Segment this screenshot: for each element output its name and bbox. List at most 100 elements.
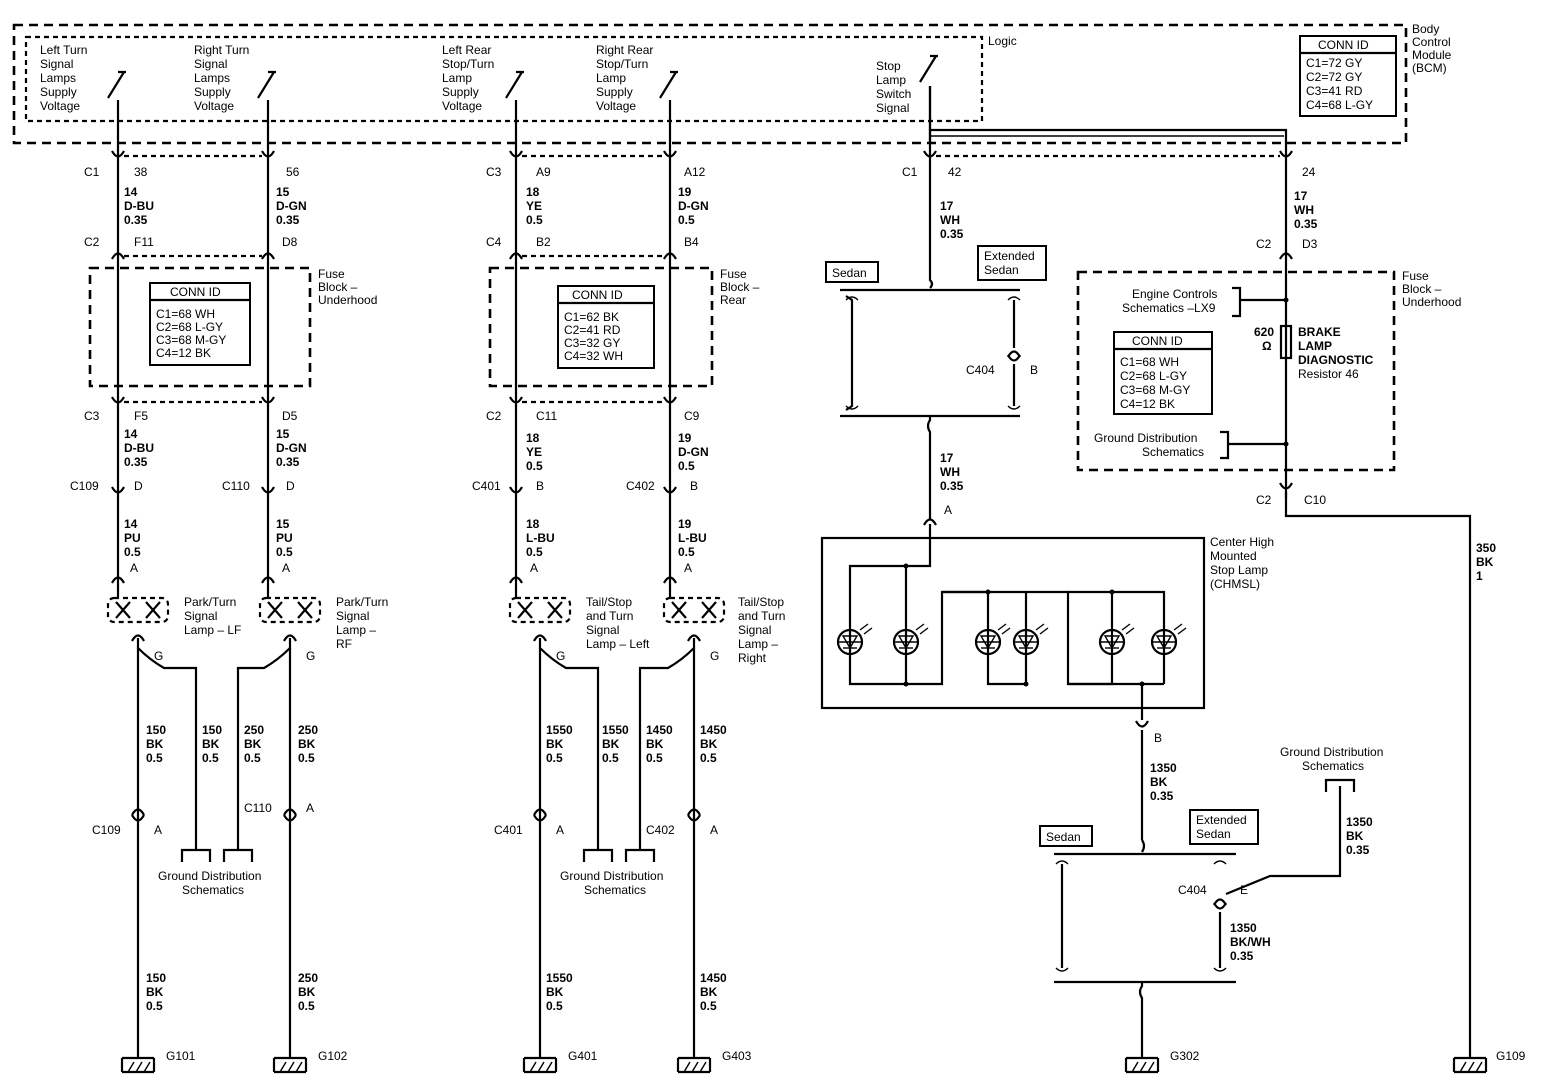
wire-label: 0.35: [124, 213, 148, 227]
svg-text:C1=68 WH: C1=68 WH: [1120, 355, 1179, 369]
ground-g401-icon: [522, 1038, 558, 1074]
svg-text:Lamps: Lamps: [194, 71, 230, 85]
svg-text:C2=41 RD: C2=41 RD: [564, 323, 621, 337]
svg-text:Sedan: Sedan: [1046, 830, 1081, 844]
svg-text:0.35: 0.35: [1230, 949, 1254, 963]
svg-text:Schematics: Schematics: [1142, 445, 1204, 459]
svg-text:PU: PU: [124, 531, 141, 545]
svg-text:19: 19: [678, 185, 692, 199]
svg-text:Right Turn: Right Turn: [194, 43, 249, 57]
svg-text:Module: Module: [1412, 48, 1452, 62]
conn-label: C2: [486, 409, 502, 423]
svg-text:CONN ID: CONN ID: [572, 288, 623, 302]
svg-text:DIAGNOSTIC: DIAGNOSTIC: [1298, 353, 1374, 367]
svg-text:D-GN: D-GN: [678, 445, 709, 459]
svg-text:CONN ID: CONN ID: [1318, 38, 1369, 52]
svg-text:1550: 1550: [546, 971, 573, 985]
svg-text:18: 18: [526, 185, 540, 199]
svg-text:C3=32 GY: C3=32 GY: [564, 336, 620, 350]
svg-text:Voltage: Voltage: [40, 99, 80, 113]
svg-text:42: 42: [948, 165, 962, 179]
conn-label: C404: [966, 363, 995, 377]
svg-text:0.5: 0.5: [146, 751, 163, 765]
wire-label: D-BU: [124, 199, 154, 213]
ground-distribution-ref-chmsl: Ground Distribution Schematics: [1280, 745, 1383, 773]
svg-text:0.5: 0.5: [276, 545, 293, 559]
wire-label: 0.35: [276, 213, 300, 227]
conn-label: C1: [902, 165, 918, 179]
ground-g102-label: G102: [318, 1049, 348, 1063]
park-turn-lamp-lf-bulb: [106, 596, 170, 624]
svg-text:1350: 1350: [1346, 815, 1373, 829]
svg-text:0.5: 0.5: [298, 999, 315, 1013]
resistor-label: BRAKE LAMP DIAGNOSTIC Resistor 46: [1298, 325, 1374, 381]
ground-distribution-ref-rear: Ground Distribution Schematics: [560, 869, 663, 897]
svg-text:and Turn: and Turn: [586, 609, 633, 623]
svg-text:D-GN: D-GN: [678, 199, 709, 213]
park-turn-lamp-rf-bulb: [258, 596, 322, 624]
ground-g403-icon: [676, 1038, 712, 1074]
svg-text:Supply: Supply: [596, 85, 633, 99]
svg-text:Sedan: Sedan: [984, 263, 1019, 277]
svg-text:BK: BK: [700, 985, 718, 999]
svg-text:Voltage: Voltage: [596, 99, 636, 113]
svg-text:B: B: [536, 479, 544, 493]
svg-text:Lamp – LF: Lamp – LF: [184, 623, 241, 637]
svg-text:0.35: 0.35: [1346, 843, 1370, 857]
svg-text:A: A: [306, 801, 314, 815]
svg-text:0.5: 0.5: [546, 999, 563, 1013]
lamp-label-tail-left: Tail/Stop and Turn Signal Lamp – Left: [586, 595, 650, 651]
svg-text:BK: BK: [146, 985, 164, 999]
svg-text:Ω: Ω: [1262, 339, 1272, 353]
svg-text:Signal: Signal: [336, 609, 369, 623]
svg-text:24: 24: [1302, 165, 1316, 179]
fuse-front-conn-id-box: CONN ID C1=68 WH C2=68 L-GY C3=68 M-GY C…: [149, 282, 251, 366]
svg-text:YE: YE: [526, 199, 542, 213]
option-extended-sedan-upper: Extended Sedan: [977, 245, 1047, 281]
svg-text:A: A: [710, 823, 718, 837]
conn-label: C2: [1256, 493, 1272, 507]
svg-text:Block –: Block –: [1402, 282, 1442, 296]
svg-text:Supply: Supply: [40, 85, 77, 99]
svg-text:BK: BK: [546, 985, 564, 999]
svg-text:0.35: 0.35: [1150, 789, 1174, 803]
svg-text:C3=41 RD: C3=41 RD: [1306, 84, 1363, 98]
svg-text:A: A: [684, 561, 692, 575]
svg-text:BK: BK: [646, 737, 664, 751]
svg-text:Ground Distribution: Ground Distribution: [1280, 745, 1383, 759]
bcm-logic-label: Logic: [988, 34, 1017, 48]
svg-text:Rear: Rear: [720, 293, 746, 307]
svg-text:350: 350: [1476, 541, 1496, 555]
conn-label: C3: [84, 409, 100, 423]
led-3-icon: [974, 622, 1012, 656]
svg-text:A: A: [530, 561, 538, 575]
svg-text:Signal: Signal: [586, 623, 619, 637]
svg-text:Signal: Signal: [40, 57, 73, 71]
svg-text:0.35: 0.35: [124, 455, 148, 469]
svg-text:L-BU: L-BU: [526, 531, 555, 545]
ground-g102-icon: [272, 1038, 308, 1074]
svg-text:Lamp –: Lamp –: [336, 623, 376, 637]
svg-text:Signal: Signal: [184, 609, 217, 623]
switch-label-right-rear: Right Rear Stop/Turn Lamp Supply Voltage: [596, 43, 653, 113]
svg-text:0.5: 0.5: [546, 751, 563, 765]
svg-text:B4: B4: [684, 235, 699, 249]
svg-text:Right Rear: Right Rear: [596, 43, 653, 57]
svg-text:(CHMSL): (CHMSL): [1210, 577, 1260, 591]
svg-text:CONN ID: CONN ID: [1132, 334, 1183, 348]
svg-text:250: 250: [298, 971, 318, 985]
svg-text:150: 150: [202, 723, 222, 737]
svg-text:C11: C11: [536, 409, 557, 423]
svg-text:14: 14: [124, 517, 138, 531]
svg-text:1550: 1550: [546, 723, 573, 737]
pin-label: D5: [282, 409, 298, 423]
svg-text:BK: BK: [546, 737, 564, 751]
svg-text:Tail/Stop: Tail/Stop: [738, 595, 784, 609]
svg-text:Ground Distribution: Ground Distribution: [1094, 431, 1197, 445]
svg-text:Resistor 46: Resistor 46: [1298, 367, 1359, 381]
svg-text:Supply: Supply: [442, 85, 479, 99]
svg-text:Stop: Stop: [876, 59, 901, 73]
wire-label: 15: [276, 185, 290, 199]
ground-g401-label: G401: [568, 1049, 598, 1063]
fuse-block-underhood-right-label: Fuse Block – Underhood: [1402, 269, 1461, 309]
